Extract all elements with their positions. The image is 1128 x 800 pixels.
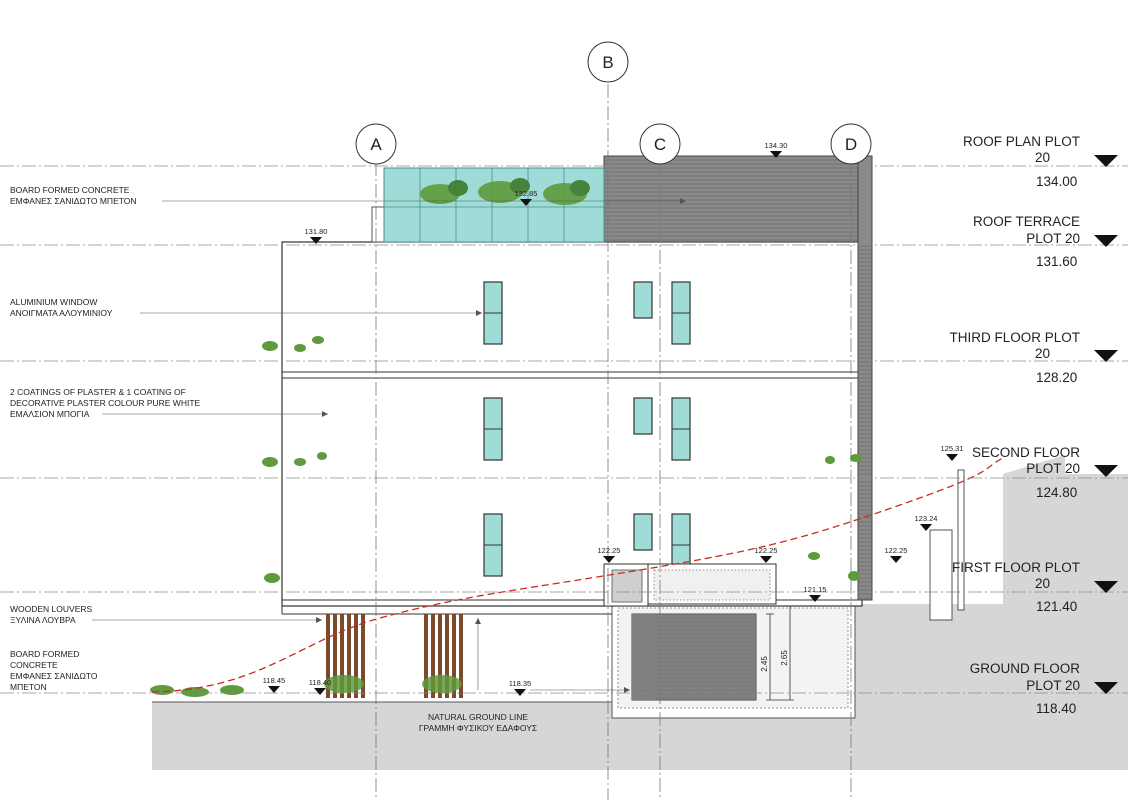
note-board-concrete-top-2: ΕΜΦΑΝΕΣ ΣΑΝΙΔΩΤΟ ΜΠΕΤΟΝ [10, 196, 137, 206]
grid-bubble-b [587, 41, 629, 83]
dim-2-65: 2.65 [780, 650, 789, 666]
grid-label-b: B [602, 53, 613, 72]
note-board-concrete-bottom-1: BOARD FORMED [10, 649, 79, 659]
level-roof-terrace-line1: ROOF TERRACE [973, 214, 1080, 229]
level-third-floor-value: 128.20 [1036, 370, 1077, 385]
spot-134-30: 134.30 [765, 141, 788, 150]
note-board-concrete-bottom-3: ΕΜΦΑΝΕΣ ΣΑΝΙΔΩΤΟ [10, 671, 98, 681]
level-second-floor-line1: SECOND FLOOR [972, 445, 1080, 460]
level-labels: ROOF PLAN PLOT 20 134.00 ROOF TERRACE PL… [949, 134, 1118, 716]
spot-122-25-b: 122.25 [755, 546, 778, 555]
grid-label-d: D [845, 135, 857, 154]
wooden-louvers [324, 614, 463, 698]
level-second-floor-value: 124.80 [1036, 485, 1077, 500]
note-board-concrete-bottom-4: ΜΠΕΤΟΝ [10, 682, 47, 692]
note-plaster-1: 2 COATINGS OF PLASTER & 1 COATING OF [10, 387, 186, 397]
note-wooden-louvers-2: ΞΥΛΙΝΑ ΛΟΥΒΡΑ [10, 615, 76, 625]
grid-bubble-c [639, 123, 681, 165]
grid-bubble-a [355, 123, 397, 165]
level-roof-terrace-value: 131.60 [1036, 254, 1077, 269]
note-natural-ground-1: NATURAL GROUND LINE [428, 712, 528, 722]
spot-121-15: 121.15 [804, 585, 827, 594]
spot-123-24: 123.24 [915, 514, 938, 523]
level-lines [0, 165, 1128, 694]
spot-118-45: 118.45 [263, 676, 285, 685]
building-body [281, 241, 863, 615]
level-first-floor-line1: FIRST FLOOR PLOT [952, 560, 1080, 575]
glass-railing [371, 167, 605, 243]
level-first-floor-line2: 20 [1035, 576, 1050, 591]
annotations: BOARD FORMED CONCRETE ΕΜΦΑΝΕΣ ΣΑΝΙΔΩΤΟ Μ… [10, 185, 686, 733]
level-roof-plan-line1: ROOF PLAN PLOT [963, 134, 1080, 149]
grid-label-c: C [654, 135, 666, 154]
planter-boxes [603, 563, 777, 607]
level-third-floor-line2: 20 [1035, 346, 1050, 361]
spot-132-85: 132.85 [515, 189, 538, 198]
cladding [603, 155, 873, 601]
note-board-concrete-top-1: BOARD FORMED CONCRETE [10, 185, 130, 195]
note-aluminium-window-2: ΑΝΟΙΓΜΑΤΑ ΑΛΟΥΜΙΝΙΟΥ [10, 308, 113, 318]
roof-planters [420, 178, 590, 205]
level-ground-floor-line2: PLOT 20 [1026, 678, 1080, 693]
level-roof-terrace-line2: PLOT 20 [1026, 231, 1080, 246]
garage-door [631, 613, 757, 701]
level-first-floor-value: 121.40 [1036, 599, 1077, 614]
spot-131-80: 131.80 [305, 227, 328, 236]
spot-122-25-c: 122.25 [885, 546, 908, 555]
windows [483, 281, 691, 577]
spot-118-40: 118.40 [309, 678, 331, 687]
note-board-concrete-bottom-2: CONCRETE [10, 660, 58, 670]
vegetation [150, 336, 862, 697]
note-wooden-louvers-1: WOODEN LOUVERS [10, 604, 93, 614]
note-plaster-3: ΕΜΑΛΣΙΟΝ ΜΠΟΓΙΑ [10, 409, 90, 419]
grid-bubble-d [830, 123, 872, 165]
garage-dimensions: 2.45 2.65 [760, 605, 794, 701]
note-plaster-2: DECORATIVE PLASTER COLOUR PURE WHITE [10, 398, 201, 408]
dim-2-45: 2.45 [760, 656, 769, 672]
grid-lines: A B C D [355, 41, 872, 800]
note-natural-ground-2: ΓΡΑΜΜΗ ΦΥΣΙΚΟΥ ΕΔΑΦΟΥΣ [419, 723, 537, 733]
grid-label-a: A [370, 135, 382, 154]
spot-125-31: 125.31 [941, 444, 964, 453]
level-ground-floor-value: 118.40 [1036, 701, 1076, 716]
spot-122-25-a: 122.25 [598, 546, 621, 555]
level-ground-floor-line1: GROUND FLOOR [970, 661, 1081, 676]
level-roof-plan-line2: 20 [1035, 150, 1050, 165]
note-aluminium-window-1: ALUMINIUM WINDOW [10, 297, 97, 307]
spot-118-35: 118.35 [509, 679, 531, 688]
level-third-floor-line1: THIRD FLOOR PLOT [949, 330, 1080, 345]
level-roof-plan-value: 134.00 [1036, 174, 1077, 189]
spot-elevations: 134.30 132.85 131.80 125.31 123.24 122.2… [263, 141, 964, 696]
level-second-floor-line2: PLOT 20 [1026, 461, 1080, 476]
natural-ground-line [151, 457, 1004, 693]
